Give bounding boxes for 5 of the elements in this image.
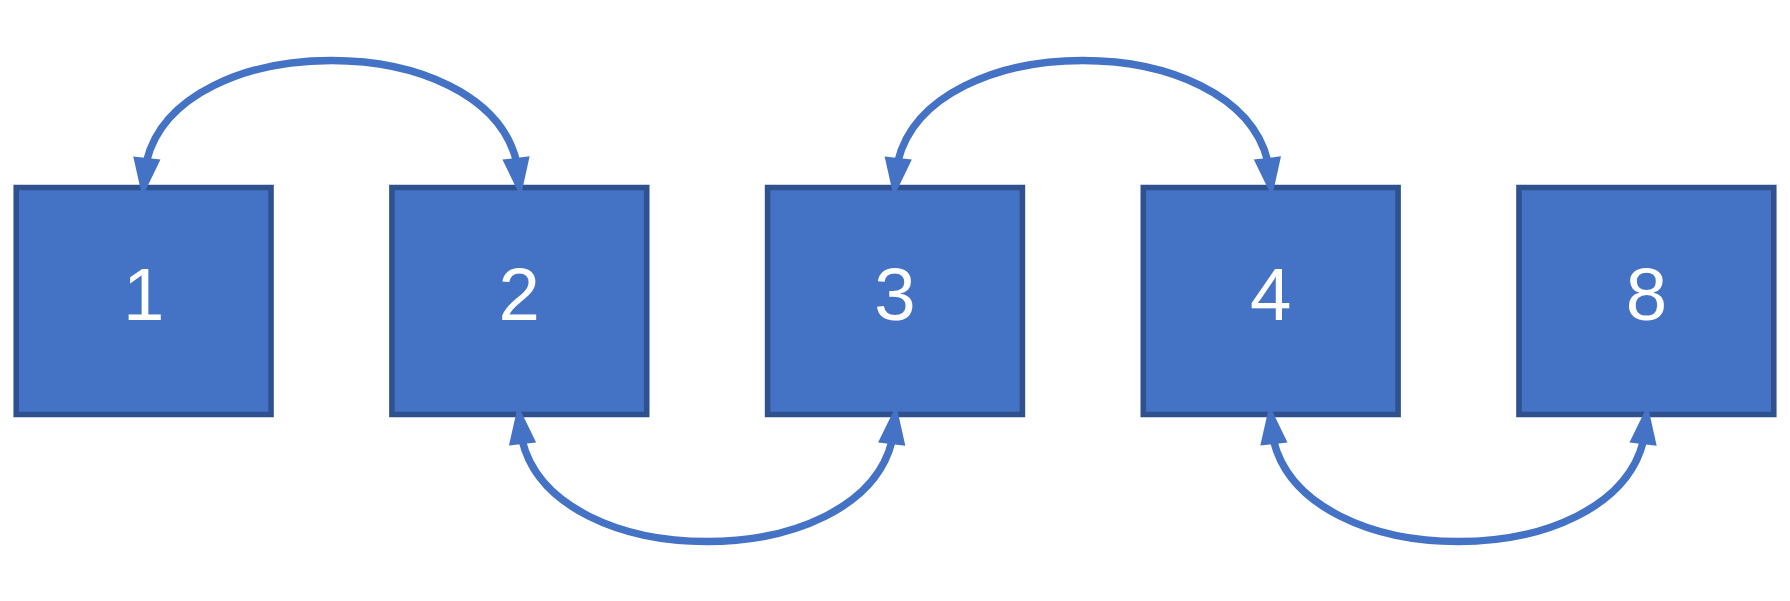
node-box: 8 (1516, 184, 1777, 417)
node-box: 1 (13, 184, 274, 417)
node-box: 4 (1140, 184, 1401, 417)
node-box: 2 (389, 184, 650, 417)
node-box: 3 (764, 184, 1026, 417)
